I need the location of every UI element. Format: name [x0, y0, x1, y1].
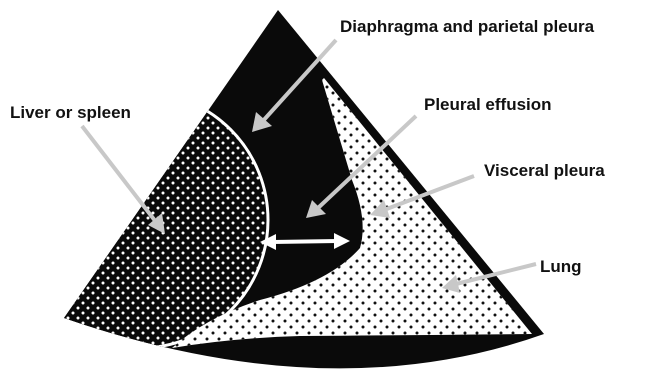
label-liver: Liver or spleen: [10, 104, 131, 121]
label-visceral: Visceral pleura: [484, 162, 605, 179]
pointer-arrow-liver: [82, 126, 165, 234]
label-effusion: Pleural effusion: [424, 96, 552, 113]
label-lung: Lung: [540, 258, 582, 275]
label-diaphragm: Diaphragma and parietal pleura: [340, 18, 594, 35]
